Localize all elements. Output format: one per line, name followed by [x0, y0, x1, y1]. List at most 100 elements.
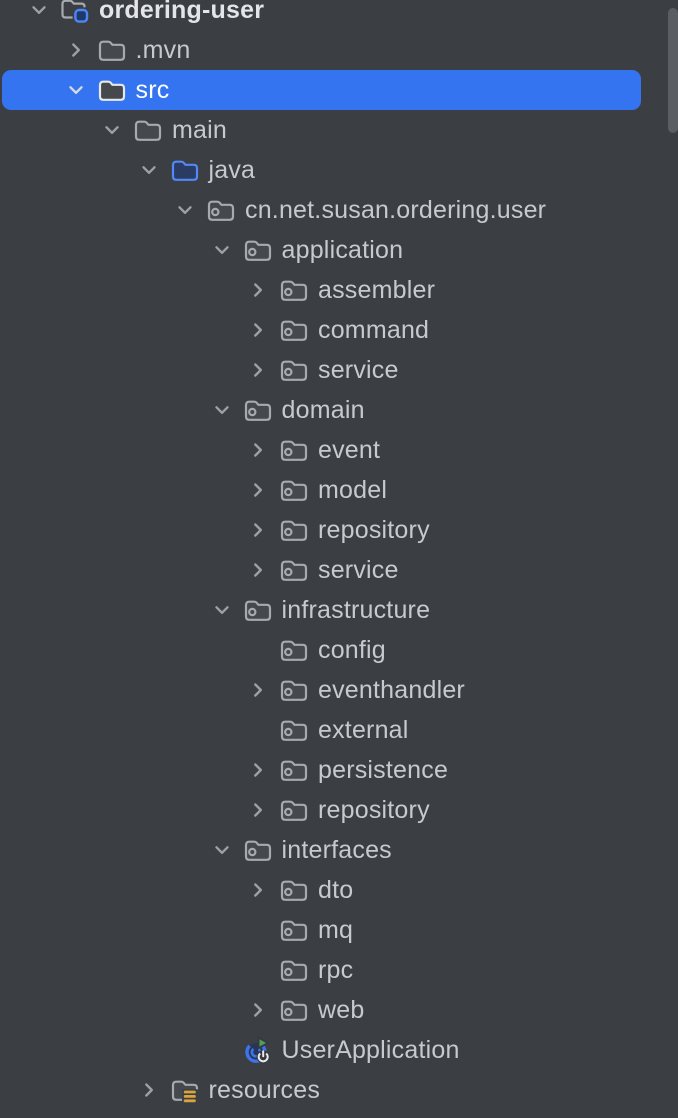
tree-row-repository[interactable]: repository: [0, 510, 678, 550]
package-icon: [279, 516, 309, 544]
tree-row-application[interactable]: application: [0, 230, 678, 270]
chevron-down-icon[interactable]: [174, 199, 196, 221]
package-icon: [279, 636, 309, 664]
chevron-down-icon[interactable]: [211, 399, 233, 421]
package-icon: [243, 836, 273, 864]
tree-row-interfaces[interactable]: interfaces: [0, 830, 678, 870]
node-label: persistence: [318, 755, 449, 784]
node-label: rpc: [318, 955, 354, 984]
chevron-right-icon[interactable]: [247, 759, 269, 781]
package-icon: [279, 916, 309, 944]
package-icon: [279, 436, 309, 464]
package-icon: [206, 196, 236, 224]
tree-row-config[interactable]: config: [0, 630, 678, 670]
tree-row-repository[interactable]: repository: [0, 790, 678, 830]
node-label: interfaces: [281, 835, 392, 864]
node-label: cn.net.susan.ordering.user: [245, 195, 547, 224]
tree-row-userapplication[interactable]: UserApplication: [0, 1030, 678, 1070]
package-icon: [243, 596, 273, 624]
chevron-right-icon[interactable]: [65, 39, 87, 61]
chevron-right-icon[interactable]: [247, 679, 269, 701]
chevron-right-icon[interactable]: [247, 359, 269, 381]
tree-row-command[interactable]: command: [0, 310, 678, 350]
chevron-right-icon[interactable]: [247, 319, 269, 341]
node-label: config: [318, 635, 386, 664]
node-label: eventhandler: [318, 675, 465, 704]
springboot-run-icon: [243, 1036, 273, 1064]
package-icon: [243, 396, 273, 424]
package-icon: [279, 796, 309, 824]
package-icon: [279, 556, 309, 584]
node-label: java: [208, 155, 256, 184]
chevron-down-icon[interactable]: [65, 79, 87, 101]
folder-icon: [97, 36, 127, 64]
node-label: UserApplication: [281, 1035, 460, 1064]
chevron-right-icon[interactable]: [247, 479, 269, 501]
chevron-right-icon[interactable]: [247, 799, 269, 821]
node-label: dto: [318, 875, 354, 904]
tree-row-persistence[interactable]: persistence: [0, 750, 678, 790]
chevron-down-icon[interactable]: [101, 119, 123, 141]
chevron-down-icon[interactable]: [138, 159, 160, 181]
tree-row-event[interactable]: event: [0, 430, 678, 470]
chevron-right-icon[interactable]: [247, 999, 269, 1021]
chevron-right-icon[interactable]: [247, 439, 269, 461]
tree-row-main[interactable]: main: [0, 110, 678, 150]
tree-row-ordering-user[interactable]: ordering-user: [0, 0, 678, 30]
tree-row-web[interactable]: web: [0, 990, 678, 1030]
folder-icon: [133, 116, 163, 144]
package-icon: [279, 996, 309, 1024]
vertical-scrollbar-thumb[interactable]: [668, 8, 678, 133]
node-label: model: [318, 475, 388, 504]
chevron-right-icon[interactable]: [247, 879, 269, 901]
package-icon: [279, 756, 309, 784]
tree-row-assembler[interactable]: assembler: [0, 270, 678, 310]
chevron-down-icon[interactable]: [211, 839, 233, 861]
package-icon: [279, 356, 309, 384]
node-label: resources: [208, 1075, 321, 1104]
tree-row-src[interactable]: src: [0, 70, 678, 110]
tree-row-model[interactable]: model: [0, 470, 678, 510]
node-label: ordering-user: [99, 0, 265, 24]
project-icon: [60, 0, 90, 24]
chevron-down-icon[interactable]: [28, 0, 50, 21]
package-icon: [279, 476, 309, 504]
tree-row-service[interactable]: service: [0, 550, 678, 590]
node-label: service: [318, 555, 399, 584]
node-label: mq: [318, 915, 354, 944]
tree-row-service[interactable]: service: [0, 350, 678, 390]
tree-row-cn-net-susan-ordering-user[interactable]: cn.net.susan.ordering.user: [0, 190, 678, 230]
chevron-down-icon[interactable]: [211, 599, 233, 621]
node-label: infrastructure: [281, 595, 431, 624]
tree-row-mq[interactable]: mq: [0, 910, 678, 950]
chevron-right-icon[interactable]: [247, 519, 269, 541]
tree-row-resources[interactable]: resources: [0, 1070, 678, 1110]
node-label: event: [318, 435, 381, 464]
chevron-right-icon[interactable]: [247, 559, 269, 581]
package-icon: [279, 876, 309, 904]
tree-row-domain[interactable]: domain: [0, 390, 678, 430]
package-icon: [279, 956, 309, 984]
tree-row-java[interactable]: java: [0, 150, 678, 190]
package-icon: [279, 716, 309, 744]
node-label: service: [318, 355, 399, 384]
chevron-down-icon[interactable]: [211, 239, 233, 261]
node-label: repository: [318, 795, 430, 824]
tree-row-infrastructure[interactable]: infrastructure: [0, 590, 678, 630]
node-label: external: [318, 715, 409, 744]
chevron-right-icon[interactable]: [247, 279, 269, 301]
tree-row--mvn[interactable]: .mvn: [0, 30, 678, 70]
tree-row-rpc[interactable]: rpc: [0, 950, 678, 990]
folder-resources-icon: [170, 1076, 200, 1104]
chevron-right-icon[interactable]: [138, 1079, 160, 1101]
node-label: repository: [318, 515, 430, 544]
tree-row-eventhandler[interactable]: eventhandler: [0, 670, 678, 710]
tree-row-external[interactable]: external: [0, 710, 678, 750]
node-label: domain: [281, 395, 365, 424]
folder-icon: [97, 76, 127, 104]
tree-row-dto[interactable]: dto: [0, 870, 678, 910]
node-label: command: [318, 315, 430, 344]
node-label: src: [135, 75, 170, 104]
node-label: main: [172, 115, 227, 144]
